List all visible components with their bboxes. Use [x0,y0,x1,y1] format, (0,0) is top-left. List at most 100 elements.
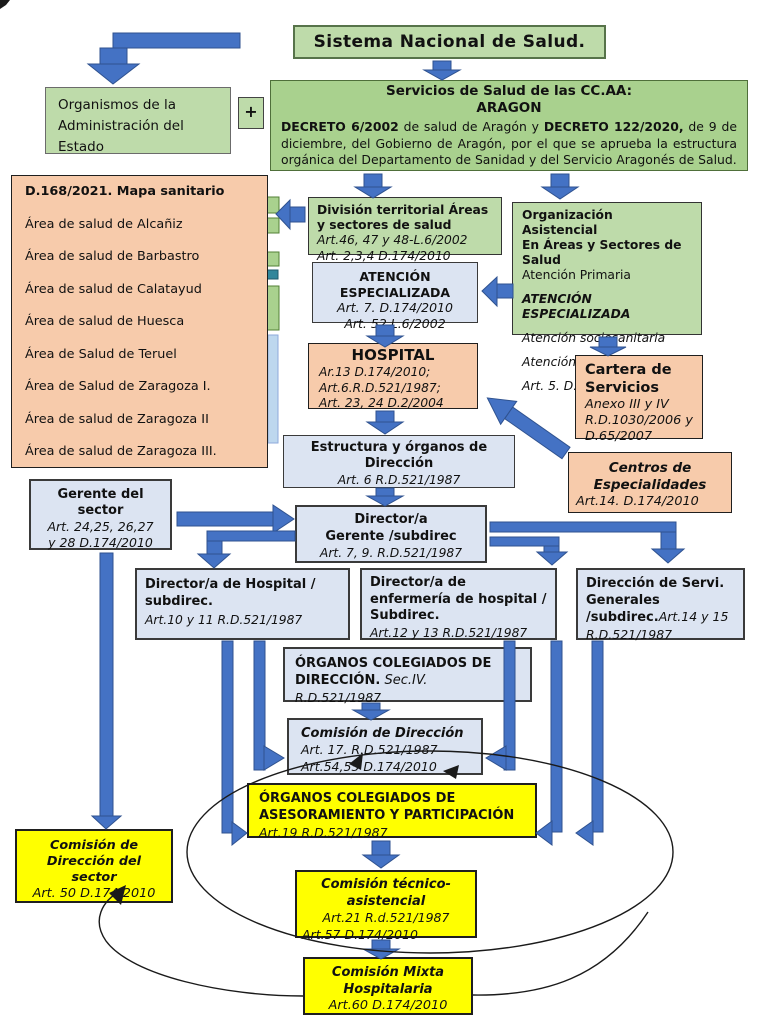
organos-direccion-title: ÓRGANOS COLEGIADOS DE DIRECCIÓN. [295,656,492,688]
comision-direccion-art1: Art. 17. R.D.521/1987 [301,742,438,757]
hospital-art3: Art. 23, 24 D.2/2004 [319,396,444,410]
comision-tecnico-art2: Art.57 D.174/2010 [302,926,418,942]
decreto-2: DECRETO 122/2020, [543,119,684,134]
direccion-generales-title: Dirección de Servi. Generales /subdirec. [586,576,725,625]
comision-direccion-art2: Art.54,55 D.174/2010 [301,758,437,774]
comision-mixta-box: Comisión Mixta Hospitalaria Art.60 D.174… [303,957,473,1015]
servicios-text-1: de salud de Aragón y [398,119,544,134]
arrow-estructura-to-director-gerente [365,487,405,507]
mapa-item: Área de salud de Zaragoza II [25,411,209,427]
organismos-box: Organismos de la Administración del Esta… [45,87,231,155]
arrow-servicios-to-division [353,173,393,199]
gerente-title2: sector [77,503,124,518]
director-hospital-box: Director/a de Hospital / subdirec. Art.1… [135,568,350,640]
gerente-art1: Art. 24,25, 26,27 [47,519,154,534]
centros-especialidades-box: Centros de Especialidades Art.14. D.174/… [568,452,732,513]
mapa-item: Área de Salud de Zaragoza I. [25,379,211,394]
organos-direccion-sec: Sec.IV. [384,673,428,688]
direccion-generales-box: Dirección de Servi. Generales /subdirec.… [576,568,745,642]
cartera-title1: Cartera de [585,362,672,378]
centros-title2: Especialidades [593,476,707,493]
hospital-art1: Ar.13 D.174/2010; [319,365,431,379]
arrow-gerente-to-director-gerente [176,504,295,534]
organos-asesoramiento-box: ÓRGANOS COLEGIADOS DE ASESORAMIENTO Y PA… [247,783,537,840]
atencion-title: ATENCIÓN ESPECIALIZADA [339,269,451,300]
cartera-art3: D.65/2007 [585,429,653,444]
page-title: Sistema Nacional de Salud. [313,32,586,52]
centros-title1: Centros de [608,460,692,476]
director-hospital-title: Director/a de Hospital / subdirec. [145,577,316,609]
mapa-item: Área de Salud de Teruel [25,346,177,362]
atencion-art1: Art. 7. D.174/2010 [337,300,453,315]
hospital-box: HOSPITAL Ar.13 D.174/2010; Art.6.R.D.521… [308,343,478,410]
comision-direccion-title: Comisión de Dirección [301,726,464,741]
plus-box: + [238,97,264,129]
cartera-art2: R.D.1030/2006 y [585,413,693,428]
organos-asesoramiento-title2: ASESORAMIENTO Y PARTICIPACIÓN [259,808,515,823]
arrow-hospital-to-estructura [365,410,405,435]
curve-to-comision-sector [98,889,304,997]
estructura-title2: Dirección [364,456,434,471]
division-art2: Art. 2,3,4 D.174/2010 [317,248,451,263]
organizacion-line1: Organización Asistencial [522,208,613,237]
director-enfermeria-title: Director/a de enfermería de hospital / S… [370,575,547,623]
comision-tecnico-box: Comisión técnico- asistencial Art.21 R.d… [295,870,477,942]
mapa-item: Área de salud de Alcañiz [25,216,183,232]
organos-colegiados-direccion-box: ÓRGANOS COLEGIADOS DE DIRECCIÓN. Sec.IV.… [283,647,532,705]
curve-mixta-right [472,911,649,996]
mapa-title: D.168/2021. Mapa sanitario [25,184,225,199]
comision-sector-box: Comisión de Dirección del sector Art. 50… [15,829,173,903]
arrow-dir-hospital-to-comision-direccion [253,640,285,771]
centros-art1: Art.14. D.174/2010 [576,494,699,509]
comision-tecnico-art1: Art.21 R.d.521/1987 [322,910,450,925]
organos-asesoramiento-title1: ÓRGANOS COLEGIADOS DE [259,791,456,806]
comision-sector-title2: Dirección del [46,854,142,869]
organos-asesoramiento-art1: Art.19 R.D.521/1987 [259,825,388,840]
arrow-division-to-mapa [275,198,306,231]
arrow-organizacion-to-atencion [481,275,514,308]
servicios-body: DECRETO 6/2002 de salud de Aragón y DECR… [281,119,737,169]
estructura-title1: Estructura y órganos de [310,440,488,455]
director-enfermeria-art1: Art.12 y 13 R.D.521/1987 [370,625,528,640]
comision-sector-title3: sector [71,870,117,885]
director-hospital-art1: Art.10 y 11 R.D.521/1987 [145,613,303,627]
comision-tecnico-title2: asistencial [346,893,426,909]
cartera-title2: Servicios [585,380,660,396]
arrow-servicios-to-organizacion [540,173,580,200]
atencion-especializada-box: ATENCIÓN ESPECIALIZADA Art. 7. D.174/201… [312,262,478,331]
decreto-1: DECRETO 6/2002 [281,119,399,134]
mapa-sanitario-box: D.168/2021. Mapa sanitario Área de salud… [11,175,268,468]
cartera-art1: Anexo III y IV [585,397,669,412]
organizacion-line2: En Áreas y Sectores de Salud [522,238,682,267]
comision-sector-title1: Comisión de [49,838,139,853]
organismos-label: Organismos de la Administración del Esta… [58,97,184,155]
arrow-title-to-organismos [86,32,241,85]
cartera-servicios-box: Cartera de Servicios Anexo III y IV R.D.… [575,355,703,444]
arrow-director-gerente-to-dir-generales [489,521,686,564]
servicios-box: Servicios de Salud de las CC.AA: ARAGON … [270,80,748,171]
division-territorial-box: División territorial Áreas y sectores de… [308,197,502,263]
servicios-subtitle: ARAGON [476,100,542,116]
division-title: División territorial Áreas y sectores de… [317,203,489,233]
comision-sector-art1: Art. 50 D.174/2010 [32,886,156,901]
director-gerente-art1: Art. 7, 9. R.D.521/1987 [319,546,463,560]
plus-sign: + [244,102,258,121]
comision-tecnico-title1: Comisión técnico- [321,877,451,892]
arrow-asesoramiento-to-tecnico [361,840,401,869]
director-gerente-line2: Gerente /subdirec [325,528,457,544]
comision-mixta-title2: Hospitalaria [343,981,433,997]
comision-direccion-box: Comisión de Dirección Art. 17. R.D.521/1… [287,718,483,775]
organizacion-asistencial-box: Organización Asistencial En Áreas y Sect… [512,202,702,393]
organizacion-line3: Atención Primaria [522,268,631,282]
gerente-title1: Gerente del [57,487,144,502]
gerente-sector-box: Gerente del sector Art. 24,25, 26,27 y 2… [29,479,172,550]
servicios-title: Servicios de Salud de las CC.AA: [385,83,633,99]
page-corner-mark [0,0,10,9]
comision-mixta-art1: Art.60 D.174/2010 [328,998,448,1013]
atencion-art2: Art. 52 L.6/2002 [344,315,446,331]
estructura-organos-box: Estructura y órganos de Dirección Art. 6… [283,435,515,488]
mapa-item: Área de salud de Huesca [25,314,185,329]
director-gerente-box: Director/a Gerente /subdirec Art. 7, 9. … [295,505,487,563]
hospital-art2: Art.6.R.D.521/1987; [319,380,441,395]
